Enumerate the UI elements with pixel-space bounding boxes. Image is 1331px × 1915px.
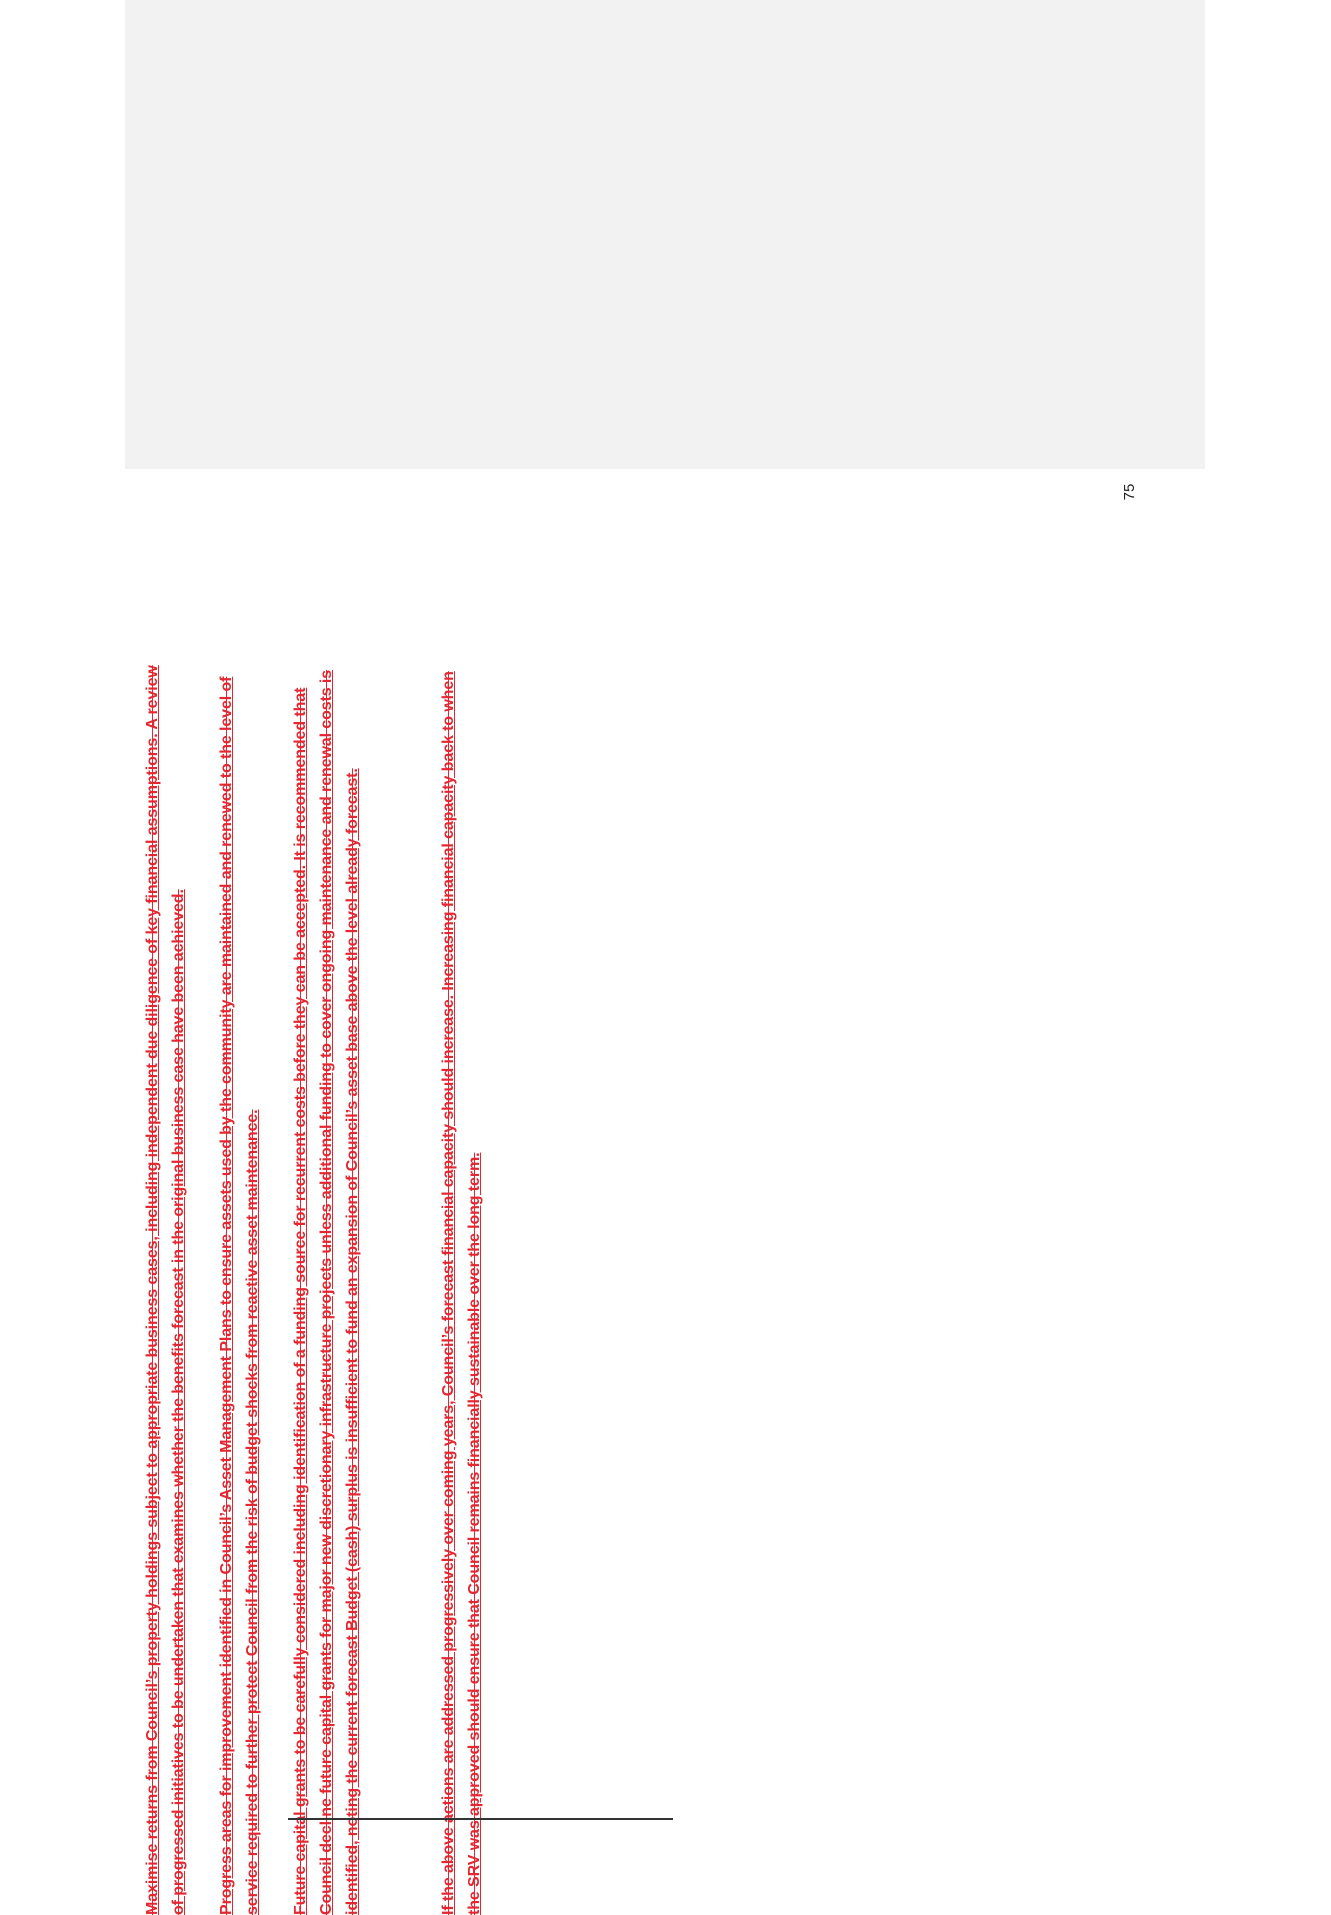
- body-text-column: Maximise returns from Council’s property…: [140, 655, 510, 1915]
- paragraph-financial-capacity: If the above actions are addressed progr…: [440, 671, 483, 1915]
- paragraph-capital-grants: Future capital grants to be carefully co…: [292, 669, 361, 1915]
- footer-rule: [288, 1818, 673, 1820]
- page-number: 75: [1121, 483, 1138, 501]
- grey-panel: [125, 0, 1205, 469]
- paragraph-asset-management: Progress areas for improvement identifie…: [218, 676, 261, 1915]
- paragraph-property-returns: Maximise returns from Council’s property…: [144, 665, 187, 1915]
